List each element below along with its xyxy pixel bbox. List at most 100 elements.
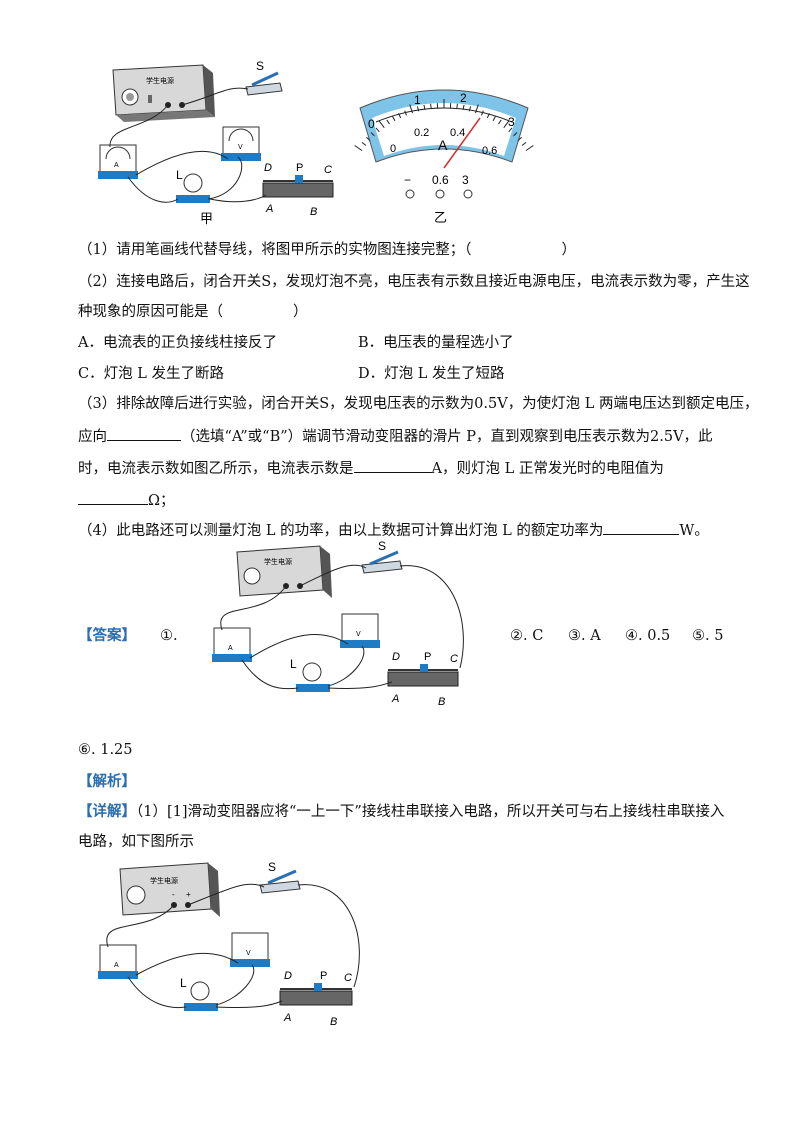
answer-item-6: ⑥. 1.25 [78,742,133,758]
ans-lamp-label: L [290,657,297,671]
question-3-line1: （3）排除故障后进行实验，闭合开关S，发现电压表的示数为0.5V，为使灯泡 L … [78,396,759,412]
exp-terminal-d: D [284,970,292,982]
exp-terminal-b: B [330,1016,337,1028]
dial-tick [404,110,408,116]
dial-tick [398,113,402,119]
dial-tick [498,119,502,125]
question-2-line2: 种现象的原因可能是（） [78,304,308,320]
outer-3: 3 [508,115,515,129]
question-2-line1: （2）连接电路后，闭合开关S，发现灯泡不亮，电压表有示数且接近电源电压，电流表示… [78,274,750,290]
question-3-line4: Ω； [78,490,175,511]
dial-tick [366,136,371,142]
dial-tick [474,104,479,114]
answer-item-2: ②. C [510,628,544,644]
analysis-label: 【解析】 [78,773,136,790]
terminal-3: 3 [462,173,469,187]
lamp: L [176,168,210,203]
terminal-c: C [324,164,332,176]
dial-ticks [354,99,534,152]
option-a: A．电流表的正负接线柱接反了 [78,335,277,351]
answer-label: 【答案】 [78,627,136,644]
dial-tick [492,116,496,122]
dial-tick [521,142,527,146]
terminal-06: 0.6 [432,173,449,187]
caption-yi: 乙 [434,211,447,226]
exp-minus: - [172,890,175,899]
terminal-post-06 [435,189,445,199]
exp-supply-label: 学生电源 [150,876,178,885]
inner-06: 0.6 [482,145,497,157]
detail-line2: 电路，如下图所示 [78,834,194,850]
exp-switch-label: S [268,860,276,874]
ans-wires [220,564,464,690]
inner-0: 0 [390,143,396,155]
rheostat: P D C A B [262,162,334,218]
exp-terminal-c: C [344,972,352,984]
dial-tick [456,103,458,109]
ans-slider-label: P [424,651,431,663]
outer-2: 2 [460,91,467,105]
exp-wires [106,883,360,1009]
exp-voltmeter-letter: V [246,950,251,957]
ammeter-letter: A [114,162,119,169]
supply-label: 学生电源 [146,76,174,85]
dial-tick [375,127,380,133]
dial-tick [416,106,420,112]
terminal-post-neg [405,189,415,199]
voltmeter: V [221,126,261,161]
dial-tick [508,127,513,133]
dial-tick [503,120,510,129]
answer-first: ①. [160,628,178,644]
ans-voltmeter-letter: V [356,631,361,638]
dial-tick [486,113,490,119]
exp-lamp-label: L [180,976,187,990]
terminal-a: A [265,203,273,215]
outer-1: 1 [414,93,421,107]
terminal-b: B [310,206,317,218]
circuit-diagram-top: 学生电源 S A V L P D C A B [98,59,334,225]
answer-item-3: ③. A [568,628,601,644]
dial-tick [462,104,465,110]
dial-tick [378,120,385,129]
ans-terminal-b: B [438,696,445,708]
inner-04: 0.4 [450,127,465,139]
dial-tick [423,104,426,110]
dial-tick [370,132,375,137]
dial-tick [513,132,518,137]
option-b: B．电压表的量程选小了 [358,335,514,351]
ammeter: A [98,144,138,179]
meter-unit: A [438,137,448,153]
ammeter-dial-figure: 0 1 2 3 0 0.2 0.4 0.6 A − 0.6 3 乙 [354,89,534,226]
dial-tick [392,116,396,122]
ans-switch-label: S [378,540,386,553]
dial-tick [525,145,534,152]
terminal-post-3 [463,189,473,199]
switch-label: S [256,59,264,73]
caption-jia: 甲 [200,212,213,225]
question-1: （1）请用笔画线代替导线，将图甲所示的实物图连接完整；（） [78,242,576,258]
dial-tick [480,110,484,116]
dial-tick [361,142,367,146]
exp-terminal-a: A [283,1012,291,1024]
ans-terminal-a: A [391,693,399,705]
lamp-label: L [176,168,183,182]
dial-tick [409,104,414,114]
power-supply: 学生电源 [112,64,215,122]
ans-ammeter-letter: A [228,645,233,652]
wires [109,87,267,203]
exp-plus: + [186,890,191,899]
exp-slider-label: P [320,970,327,982]
ans-supply-label: 学生电源 [264,557,292,566]
ans-terminal-c: C [450,653,458,665]
exp-ammeter-letter: A [114,962,119,969]
voltmeter-letter: V [238,144,243,151]
option-c: C．灯泡 L 发生了断路 [78,366,224,382]
dial-tick [517,136,522,142]
switch: S [245,59,283,96]
circuit-diagram-explanation: 学生电源 - + S A V L P D C A B [98,860,360,1028]
circuit-diagram-answer: 学生电源 S A V L P D C A B [212,540,464,708]
option-d: D．灯泡 L 发生了短路 [358,366,505,382]
dial-tick [468,106,472,112]
dial-tick [430,103,432,109]
